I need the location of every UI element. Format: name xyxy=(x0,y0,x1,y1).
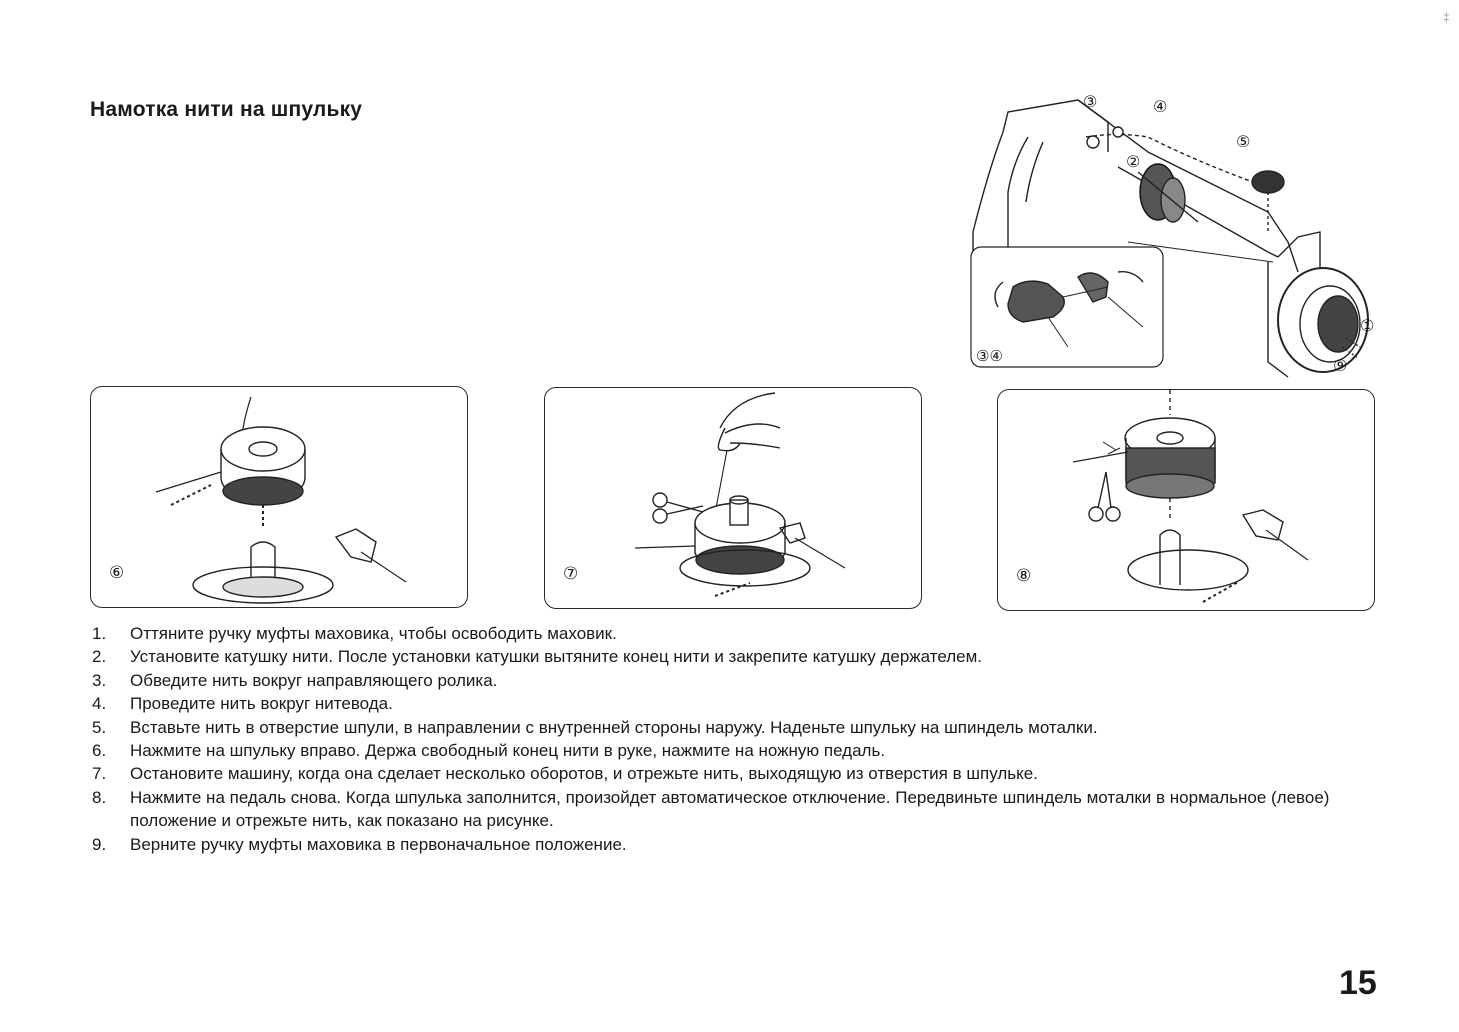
step-text: Нажмите на шпульку вправо. Держа свободн… xyxy=(130,741,885,760)
step-number: 9. xyxy=(92,833,106,856)
page-number: 15 xyxy=(1339,964,1377,1003)
step-number: 6. xyxy=(92,739,106,762)
panel-step-8: ⑧ xyxy=(997,389,1375,611)
list-item: 7. Остановите машину, когда она сделает н… xyxy=(92,762,1392,785)
list-item: 8. Нажмите на педаль снова. Когда шпулька… xyxy=(92,786,1392,833)
list-item: 9. Верните ручку муфты маховика в первона… xyxy=(92,833,1392,856)
callout-1: ① xyxy=(1360,316,1374,336)
step-text: Обведите нить вокруг направляющего ролик… xyxy=(130,671,497,690)
step-text: Установите катушку нити. После установки… xyxy=(130,647,982,666)
page-title: Намотка нити на шпульку xyxy=(90,98,362,122)
step-number: 1. xyxy=(92,622,106,645)
callout-2: ② xyxy=(1126,152,1140,172)
step-number: 8. xyxy=(92,786,106,809)
panel-step-6: ⑥ xyxy=(90,386,468,608)
scissors-icon-2 xyxy=(1089,472,1120,521)
step-text: Остановите машину, когда она сделает нес… xyxy=(130,764,1038,783)
panel-label-7: ⑦ xyxy=(563,564,578,584)
step-number: 5. xyxy=(92,716,106,739)
panel-label-8: ⑧ xyxy=(1016,566,1031,586)
step-number: 2. xyxy=(92,645,106,668)
list-item: 2. Установите катушку нити. После установ… xyxy=(92,645,1392,668)
callout-9: ⑨ xyxy=(1333,356,1347,376)
step-number: 4. xyxy=(92,692,106,715)
list-item: 6. Нажмите на шпульку вправо. Держа свобо… xyxy=(92,739,1392,762)
hand-icon xyxy=(720,393,780,448)
callout-4: ④ xyxy=(1153,97,1167,117)
step-text: Нажмите на педаль снова. Когда шпулька з… xyxy=(130,788,1329,830)
panel-step-7: ⑦ xyxy=(544,387,922,609)
step-number: 3. xyxy=(92,669,106,692)
step-text: Верните ручку муфты маховика в первонача… xyxy=(130,835,627,854)
corner-mark: ‡ xyxy=(1443,10,1450,24)
panel-label-6: ⑥ xyxy=(109,563,124,583)
list-item: 5. Вставьте нить в отверстие шпули, в нап… xyxy=(92,716,1392,739)
instruction-list: 1. Оттяните ручку муфты маховика, чтобы о… xyxy=(92,622,1392,856)
step-text: Вставьте нить в отверстие шпули, в напра… xyxy=(130,718,1098,737)
list-item: 1. Оттяните ручку муфты маховика, чтобы о… xyxy=(92,622,1392,645)
list-item: 4. Проведите нить вокруг нитевода. xyxy=(92,692,1392,715)
list-item: 3. Обведите нить вокруг направляющего рол… xyxy=(92,669,1392,692)
step-text: Оттяните ручку муфты маховика, чтобы осв… xyxy=(130,624,617,643)
callout-3: ③ xyxy=(1083,92,1097,112)
inset-label: ③④ xyxy=(976,347,1003,365)
callout-5: ⑤ xyxy=(1236,132,1250,152)
sewing-machine-top-illustration: ③ ④ ② ⑤ ① ⑨ ③④ xyxy=(968,92,1388,382)
step-text: Проведите нить вокруг нитевода. xyxy=(130,694,393,713)
step-number: 7. xyxy=(92,762,106,785)
